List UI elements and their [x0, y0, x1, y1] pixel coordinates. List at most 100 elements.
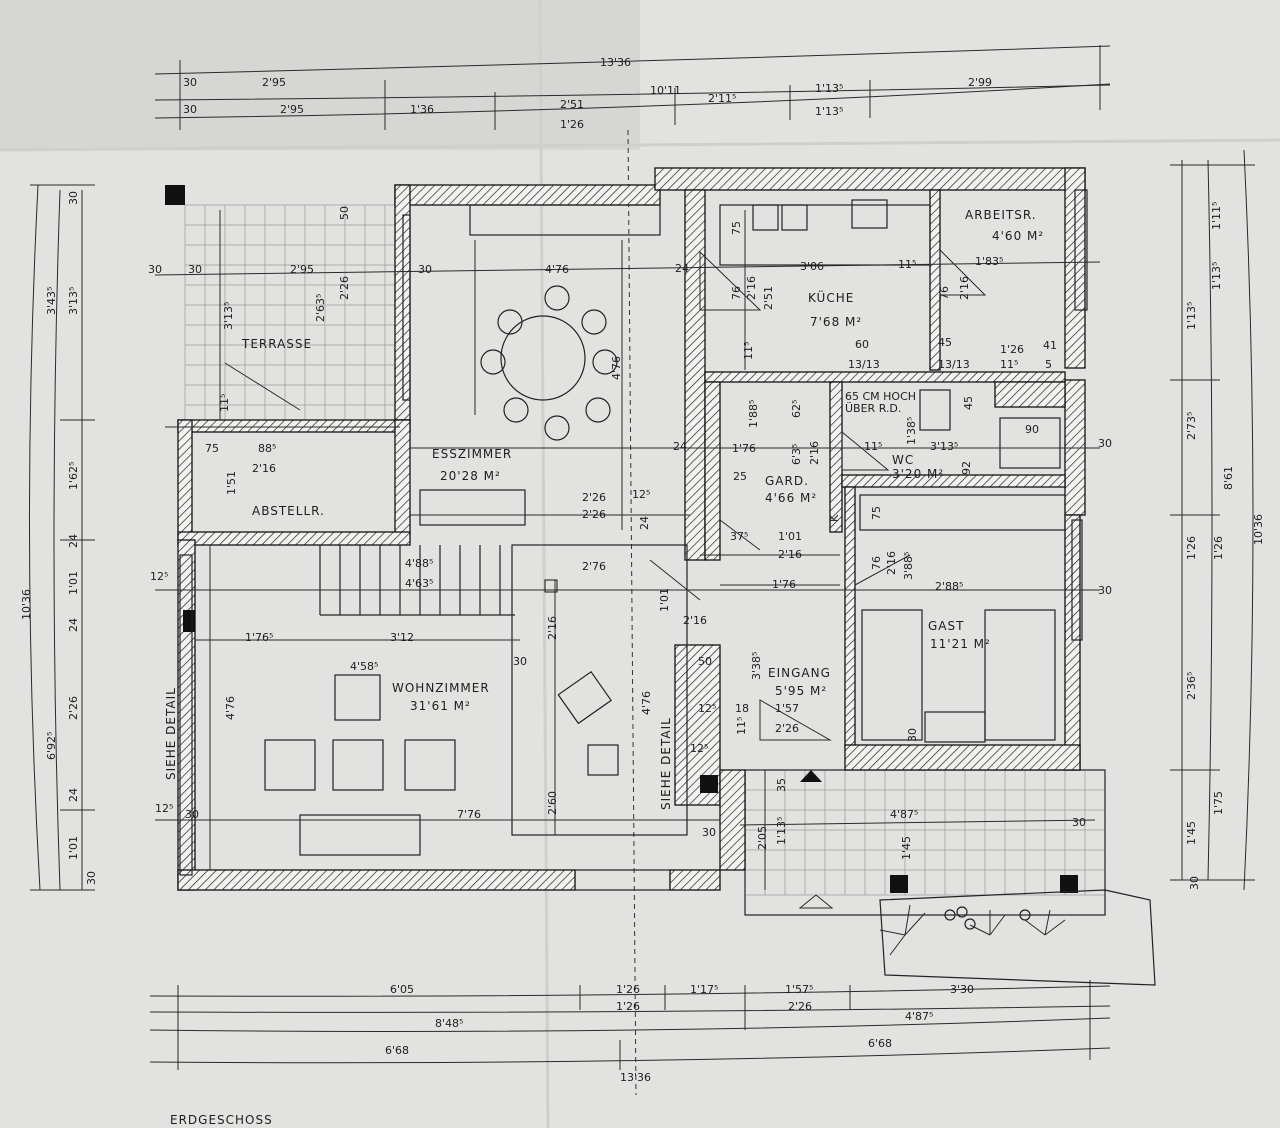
dim-label: 1'01	[67, 571, 80, 595]
dim-label: 1'26	[1185, 536, 1198, 560]
dim-label: 7'76	[457, 808, 481, 821]
dim-label: 1'45	[900, 836, 913, 860]
dim-label: 11⁵	[864, 440, 882, 453]
dim-label: 92	[960, 461, 973, 475]
dim-label: 35	[775, 778, 788, 792]
door-swings	[224, 248, 987, 909]
dim-label: 2'16	[808, 441, 821, 465]
room-wc-area: 3'20 M²	[892, 467, 944, 481]
dim-label: 1'13⁵	[775, 817, 788, 845]
dim-label: 12⁵	[690, 742, 708, 755]
window-frames	[179, 189, 1088, 891]
dim-label: 2'95	[280, 103, 304, 116]
dim-label: 2'11⁵	[708, 92, 736, 105]
dim-label: 4'88⁵	[405, 557, 433, 570]
dim-label: 2'16	[778, 548, 802, 561]
dim-label: 1'26	[1212, 536, 1225, 560]
dim-label: 12⁵	[155, 802, 173, 815]
dim-label: 90	[1025, 423, 1039, 436]
dim-label: 10'36	[1252, 514, 1265, 545]
dim-label: 2'26	[775, 722, 799, 735]
room-arbeitsr-area: 4'60 M²	[992, 229, 1044, 243]
dim-label: 75	[730, 221, 743, 235]
note-siehe-detail: SIEHE DETAIL	[164, 687, 178, 780]
dim-label: 2'16	[885, 551, 898, 575]
dim-label: 12⁵	[632, 488, 650, 501]
dim-label: 2'16	[958, 276, 971, 300]
dim-label: 6'3⁵	[790, 444, 803, 465]
dim-label: 24	[673, 440, 687, 453]
planter	[879, 889, 1156, 986]
dim-label: 24	[67, 618, 80, 632]
dim-label: 2'26	[582, 508, 606, 521]
dim-label: 4'76	[545, 263, 569, 276]
dim-label: 1'26	[616, 1000, 640, 1013]
dim-label: 45	[962, 396, 975, 410]
dim-label: 2'88⁵	[935, 580, 963, 593]
dim-label: 24	[675, 262, 689, 275]
dim-label: 1'01	[778, 530, 802, 543]
dim-label: 1'45	[1185, 821, 1198, 845]
guest-beds	[859, 494, 1066, 743]
dim-label: 4'87⁵	[905, 1010, 933, 1023]
dim-label: 13/13	[938, 358, 970, 371]
dim-label: 1'57	[775, 702, 799, 715]
dim-label: 30	[702, 826, 716, 839]
dim-label: 1'26	[560, 118, 584, 131]
room-eingang-area: 5'95 M²	[775, 684, 827, 698]
dim-label: 30	[85, 871, 98, 885]
room-esszimmer-area: 20'28 M²	[440, 469, 501, 483]
dim-label: 10'36	[20, 589, 33, 620]
dim-label: 3'12	[390, 631, 414, 644]
room-kueche-area: 7'68 M²	[810, 315, 862, 329]
dim-label: 24	[67, 788, 80, 802]
dim-label: 4'76	[224, 696, 237, 720]
dim-label: 13'36	[620, 1071, 651, 1084]
dim-label: 12⁵	[698, 702, 716, 715]
dim-label: 1'62⁵	[67, 462, 80, 490]
floor-title: ERDGESCHOSS	[170, 1113, 273, 1127]
dim-label: 3'30	[950, 983, 974, 996]
dim-label: 45	[938, 336, 952, 349]
dim-label: 25	[733, 470, 747, 483]
dim-label: 11⁵	[1000, 358, 1018, 371]
dim-label: 30	[185, 808, 199, 821]
dimension-lines	[28, 45, 1255, 1096]
dim-label: 2'26	[788, 1000, 812, 1013]
dim-label: 75	[205, 442, 219, 455]
dim-label: 1'13⁵	[1210, 262, 1223, 290]
dim-label: 1'13⁵	[1185, 302, 1198, 330]
dim-label: 62⁵	[790, 400, 803, 418]
note-wc: 65 CM HOCH	[845, 390, 916, 403]
room-terrasse: TERRASSE	[241, 337, 312, 351]
dimensions-right: 10'36 8'61 1'11⁵ 1'13⁵ 1'13⁵ 2'73⁵ 1'26 …	[1098, 202, 1265, 890]
room-wohnzimmer: WOHNZIMMER	[392, 681, 490, 695]
note-kamin: K	[828, 514, 841, 522]
dim-label: 10'11	[650, 84, 681, 97]
room-wohnzimmer-area: 31'61 M²	[410, 699, 471, 713]
dim-label: 88⁵	[258, 442, 276, 455]
dim-label: 76	[730, 286, 743, 300]
room-gast-area: 11'21 M²	[930, 637, 991, 651]
dim-label: 3'13⁵	[222, 302, 235, 330]
dim-label: 6'68	[868, 1037, 892, 1050]
dim-label: 6'92⁵	[45, 732, 58, 760]
dim-label: 30	[1072, 816, 1086, 829]
living-room-furniture	[264, 544, 688, 856]
dim-label: 3'06	[800, 260, 824, 273]
dim-label: 4'76	[640, 691, 653, 715]
dim-label: 4'76	[610, 356, 623, 380]
room-gard-area: 4'66 M²	[765, 491, 817, 505]
dim-label: 1'88⁵	[747, 400, 760, 428]
dim-label: 1'76	[732, 442, 756, 455]
dim-label: 2'16	[252, 462, 276, 475]
dimensions-bottom: 6'05 1'26 1'17⁵ 1'57⁵ 3'30 1'26 2'26 8'4…	[385, 983, 974, 1084]
dim-label: 2'16	[745, 276, 758, 300]
dim-label: 30	[1188, 876, 1201, 890]
note-wc: ÜBER R.D.	[845, 402, 901, 415]
dim-label: 8'61	[1222, 466, 1235, 490]
dim-label: 6'05	[390, 983, 414, 996]
room-labels: TERRASSE ESSZIMMER 20'28 M² ABSTELLR. WO…	[164, 208, 1044, 1127]
dim-label: 18	[735, 702, 749, 715]
dim-label: 11⁵	[218, 394, 231, 412]
